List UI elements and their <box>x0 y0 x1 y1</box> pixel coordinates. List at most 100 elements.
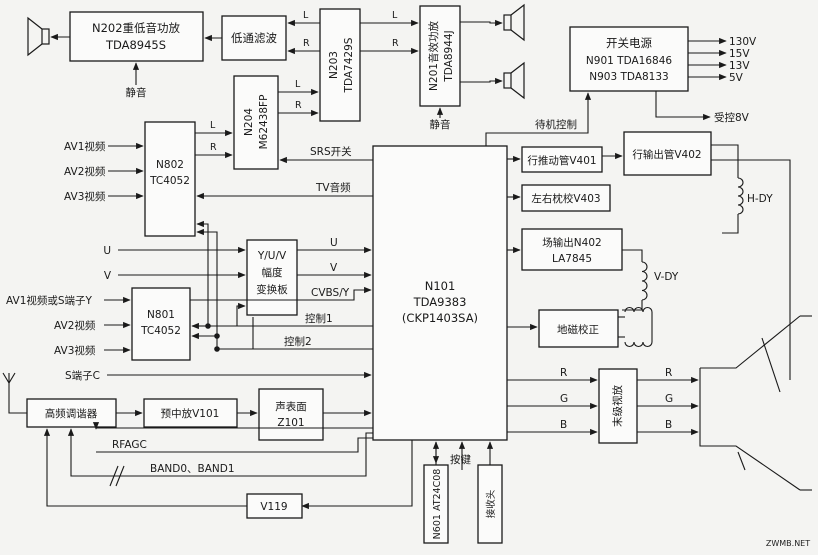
g-in-label: G <box>560 393 568 405</box>
v-input-label: V <box>104 270 112 282</box>
g-out-label: G <box>665 393 673 405</box>
left-speaker-icon <box>503 3 525 42</box>
band-label: BAND0、BAND1 <box>150 463 235 475</box>
lpf-label: 低通滤波 <box>231 31 277 45</box>
n402-block: 场输出N402 LA7845 <box>521 228 623 271</box>
z101-block: 声表面 Z101 <box>258 388 324 441</box>
n802-input-wires <box>108 142 144 200</box>
s-chroma-label: S端子C <box>65 369 100 382</box>
standby-label: 待机控制 <box>535 118 577 131</box>
geo-block: 地磁校正 <box>538 309 619 348</box>
srs-label: SRS开关 <box>310 145 352 158</box>
psu-block: 开关电源 N901 TDA16846 N903 TDA8133 <box>569 26 689 92</box>
tuner-label: 高频调谐器 <box>45 407 98 420</box>
psu-chip1: N901 TDA16846 <box>586 55 672 67</box>
v119-label: V119 <box>260 501 287 513</box>
n801-av1-label: AV1视频或S端子Y <box>6 294 93 307</box>
video-out-block: 末级视放 <box>598 368 638 444</box>
mute-label-effects: 静音 <box>430 118 451 131</box>
n801-av2-label: AV2视频 <box>54 319 96 332</box>
n601-label: N601 AT24C08 <box>432 469 443 540</box>
v401-block: 行推动管V401 <box>521 146 603 173</box>
n802-chip: TC4052 <box>149 175 190 187</box>
n203-chip: TDA7429S <box>343 37 355 93</box>
n801-av3-label: AV3视频 <box>54 344 96 357</box>
n801-input-wires <box>104 296 131 354</box>
n201-name: N201音效功放 <box>427 21 440 91</box>
n203-block: N203 TDA7429S <box>319 8 361 122</box>
z101-part: Z101 <box>277 417 304 429</box>
n201-block: N201音效功放 TDA8944J <box>419 5 461 107</box>
v101-block: 预中放V101 <box>143 398 238 428</box>
psu-chip2: N903 TDA8133 <box>589 71 668 83</box>
v402-label: 行输出管V402 <box>632 148 701 161</box>
v-output-label: V <box>330 262 338 274</box>
n203-out-r-label: R <box>303 38 310 49</box>
right-speaker-icon <box>503 61 525 100</box>
rfagc-label: RFAGC <box>112 439 147 451</box>
h-dy-coil-icon <box>737 177 744 215</box>
v402-block: 行输出管V402 <box>623 131 712 176</box>
out-13v-label: 13V <box>729 60 750 72</box>
b-in-label: B <box>560 419 567 431</box>
mute-label-woofer: 静音 <box>126 86 147 99</box>
n801-chip: TC4052 <box>140 325 181 337</box>
n802-out-l-label: L <box>210 120 216 131</box>
n204-chip: M62438FP <box>258 95 270 150</box>
n201-in-l-label: L <box>392 10 398 21</box>
watermark: ZWMB.NET <box>766 539 810 548</box>
v-dy-label: V-DY <box>654 271 679 283</box>
z101-name: 声表面 <box>275 400 307 413</box>
n802-name: N802 <box>156 159 184 171</box>
n402-chip: LA7845 <box>552 253 592 265</box>
yuv-line3: 变换板 <box>256 283 288 296</box>
audio-wires <box>50 19 503 200</box>
v-dy-coil-icon <box>641 261 648 301</box>
n802-block: N802 TC4052 <box>144 121 196 237</box>
key-label: 按键 <box>450 453 471 466</box>
geo-label: 地磁校正 <box>557 323 599 336</box>
n101-alt: (CKP1403SA) <box>402 311 478 325</box>
n601-block: N601 AT24C08 <box>423 464 449 544</box>
ctrl2-label: 控制2 <box>284 335 312 348</box>
deflection-wires <box>507 144 791 380</box>
antenna-icon <box>2 372 27 414</box>
crt-tube-icon <box>699 315 812 491</box>
yuv-block: Y/U/V 幅度 变换板 <box>246 239 298 316</box>
n802-av1-label: AV1视频 <box>64 140 106 153</box>
n801-name: N801 <box>147 309 175 321</box>
r-in-label: R <box>560 367 567 379</box>
cvbs-label: CVBS/Y <box>311 287 350 299</box>
junction-dot <box>214 346 220 352</box>
yuv-line2: 幅度 <box>262 266 283 279</box>
rf-wires <box>43 409 494 510</box>
power-wires <box>485 37 727 146</box>
n101-chip: TDA9383 <box>413 295 467 309</box>
yuv-line1: Y/U/V <box>257 250 287 262</box>
n203-out-l-label: L <box>303 10 309 21</box>
n802-av2-label: AV2视频 <box>64 165 106 178</box>
h-dy-label: H-DY <box>747 193 773 205</box>
u-input-label: U <box>103 245 111 257</box>
tuner-block: 高频调谐器 <box>26 398 117 428</box>
out-15v-label: 15V <box>729 48 750 60</box>
n201-chip: TDA8944J <box>443 30 455 82</box>
n802-av3-label: AV3视频 <box>64 190 106 203</box>
v403-label: 左右枕校V403 <box>531 192 600 205</box>
r-out-label: R <box>665 367 672 379</box>
receiver-block: 接收头 <box>477 464 503 544</box>
n802-out-r-label: R <box>210 142 217 153</box>
u-output-label: U <box>330 237 338 249</box>
n203-name: N203 <box>328 51 340 79</box>
v401-label: 行推动管V401 <box>527 154 596 167</box>
n202-block: N202重低音功放 TDA8945S <box>69 11 204 62</box>
v403-block: 左右枕校V403 <box>521 184 611 212</box>
v119-block: V119 <box>246 493 303 519</box>
out-5v-label: 5V <box>729 72 744 84</box>
n201-in-r-label: R <box>392 38 399 49</box>
n801-block: N801 TC4052 <box>131 287 191 361</box>
n402-name: 场输出N402 <box>542 236 601 249</box>
junction-dot <box>205 323 211 329</box>
ctrl1-label: 控制1 <box>305 312 333 325</box>
